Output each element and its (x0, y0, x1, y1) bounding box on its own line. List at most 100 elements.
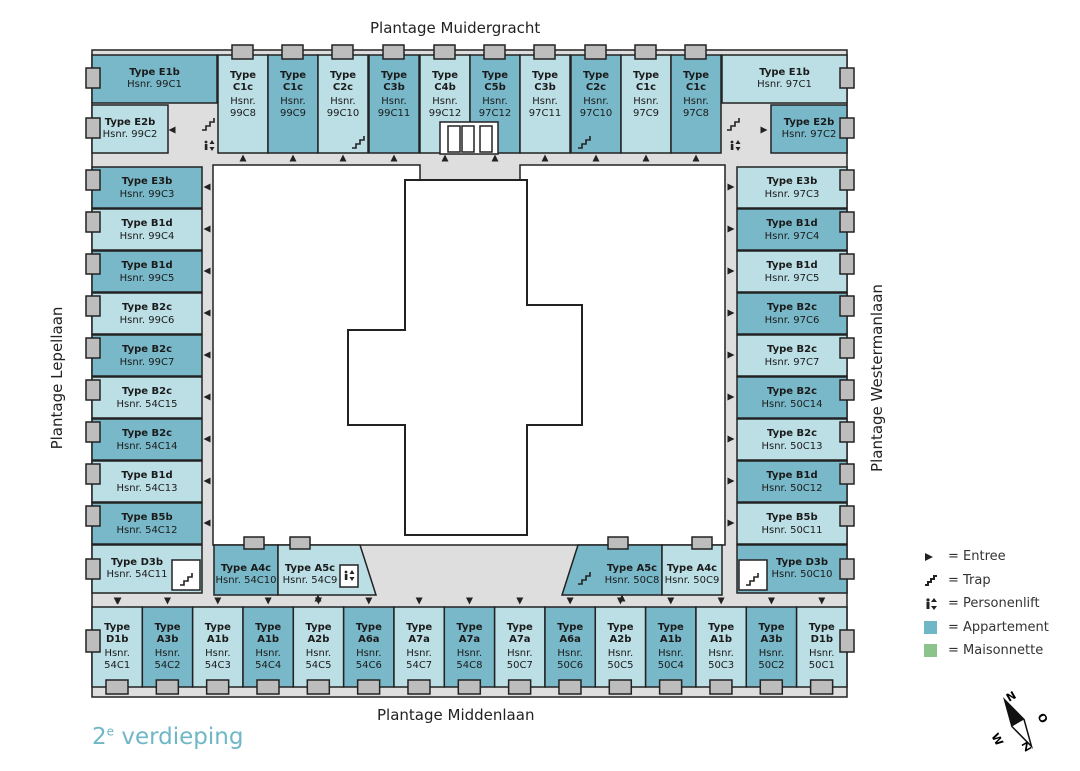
entrance-icon (415, 597, 423, 605)
unit-hsnr: Hsnr. 54C10 (215, 575, 276, 586)
unit-type: Type (154, 622, 180, 633)
unit-type-code: A1b (710, 634, 732, 645)
unit-type-code: C3b (383, 82, 404, 93)
elevator-icon (349, 577, 355, 581)
unit-hsnr: Hsnr. 50C13 (761, 441, 822, 452)
unit-left (91, 292, 203, 335)
unit-bottom (191, 606, 244, 688)
unit-type: Type (255, 622, 281, 633)
legend-item-entree: = Entree (924, 545, 1049, 569)
entrance-icon (541, 154, 549, 162)
window-block (289, 536, 311, 550)
unit-type-code: C1c (233, 82, 253, 93)
unit-type: Type E1b (129, 67, 180, 78)
unit-type-code: A3b (761, 634, 783, 645)
lift-core (339, 564, 359, 588)
unit-type: Type (658, 622, 684, 633)
window-block (457, 679, 482, 695)
unit-type-code: C2c (586, 82, 606, 93)
entrance-icon (924, 552, 948, 562)
entrance-icon (727, 519, 735, 527)
entrance-icon (365, 597, 373, 605)
window-block (839, 337, 855, 359)
unit-left (91, 166, 203, 209)
unit-type: Type A5c (607, 563, 657, 574)
window-block (839, 169, 855, 191)
unit-type: Type (280, 70, 306, 81)
entrance-icon (114, 597, 122, 605)
unit-type-code: C2c (333, 82, 353, 93)
unit-bottom (795, 606, 848, 688)
unit-type: Type (507, 622, 533, 633)
window-block (558, 679, 582, 695)
entrance-icon (727, 393, 735, 401)
unit-hsnr: Hsnr. 54C13 (116, 483, 177, 494)
unit-bottom (695, 606, 748, 688)
unit-hsnr-label: Hsnr. (230, 96, 255, 107)
street-west-label: Plantage Lepellaan (48, 306, 66, 450)
window-block (839, 558, 855, 580)
window-block (433, 44, 456, 60)
unit-hsnr: Hsnr. 50C12 (761, 483, 822, 494)
unit-type: Type B2c (767, 428, 817, 439)
elevator-icon (204, 144, 208, 150)
unit-hsnr-number: 97C10 (580, 108, 612, 119)
entrance-icon (203, 351, 211, 359)
entrance-icon (465, 597, 473, 605)
unit-hsnr: Hsnr. 99C6 (120, 315, 175, 326)
unit-type-code: C1c (686, 82, 706, 93)
stairs-icon (727, 118, 740, 131)
window-block (356, 679, 381, 695)
window-block (507, 679, 532, 695)
unit-bottom (544, 606, 597, 688)
unit-type: Type (482, 70, 508, 81)
unit-hsnr-number: 99C9 (280, 108, 306, 119)
unit-inner (661, 544, 723, 596)
unit-hsnr-number: 54C7 (406, 660, 432, 671)
unit-hsnr-number: 54C6 (356, 660, 382, 671)
window-block (839, 117, 855, 139)
window-block (85, 253, 101, 275)
unit-right (736, 460, 848, 503)
elevator-icon (344, 570, 348, 574)
unit-bottom (644, 606, 697, 688)
unit-type-code: A6a (559, 634, 580, 645)
unit-hsnr-number: 99C10 (327, 108, 359, 119)
stair-core (738, 559, 768, 591)
unit-right (736, 418, 848, 461)
stairs-icon (180, 573, 193, 586)
window-block (85, 463, 101, 485)
floor-word: verdieping (121, 724, 244, 750)
compass-icon: N O Z W (988, 690, 1050, 755)
unit-hsnr-number: 54C2 (154, 660, 180, 671)
window-block (584, 44, 607, 60)
unit-right (736, 292, 848, 335)
unit-hsnr: Hsnr. 99C4 (120, 231, 175, 242)
unit-right (736, 502, 848, 545)
unit-type: Type (607, 622, 633, 633)
unit-bottom (292, 606, 345, 688)
window-block (205, 679, 230, 695)
unit-hsnr-number: 54C1 (104, 660, 130, 671)
entrance-icon (727, 477, 735, 485)
unit-hsnr-number: 50C7 (507, 660, 533, 671)
unit-type: Type D3b (111, 557, 163, 568)
unit-type-code: C1c (283, 82, 303, 93)
unit-type: Type E3b (767, 176, 818, 187)
unit-hsnr: Hsnr. 99C2 (103, 129, 158, 140)
unit-hsnr-label: Hsnr. (356, 648, 381, 659)
window-block (839, 463, 855, 485)
unit-right (736, 250, 848, 293)
entrance-icon (203, 435, 211, 443)
unit-type: Type B1d (121, 260, 172, 271)
entrance-icon (264, 597, 272, 605)
window-block (85, 421, 101, 443)
unit-hsnr-number: 97C11 (529, 108, 561, 119)
unit-left (91, 460, 203, 503)
unit-right (736, 376, 848, 419)
entrance-icon (760, 126, 768, 134)
unit-hsnr-number: 54C3 (205, 660, 231, 671)
entrance-icon (203, 519, 211, 527)
window-block (256, 679, 280, 695)
window-block (85, 505, 101, 527)
